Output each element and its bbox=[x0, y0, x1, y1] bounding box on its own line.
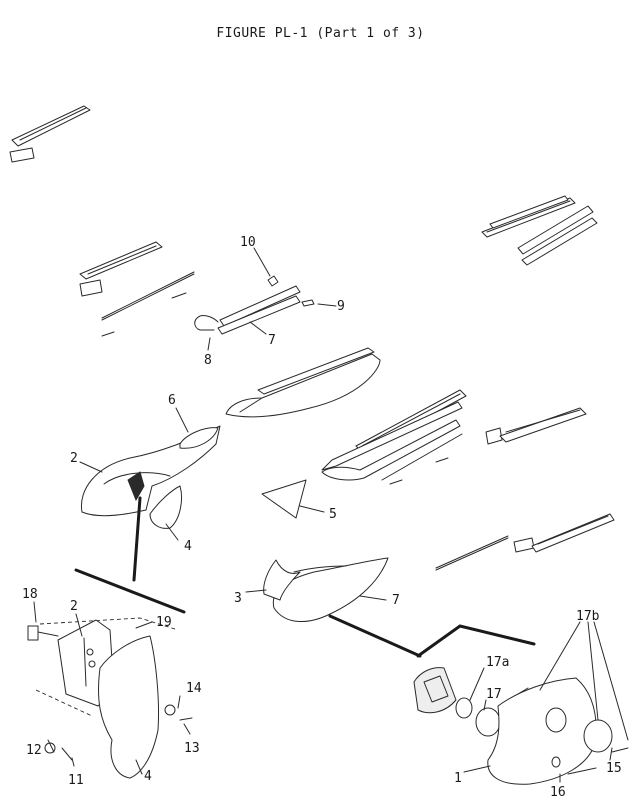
figure-title: FIGURE PL-1 (Part 1 of 3) bbox=[216, 26, 425, 41]
cover-upper bbox=[80, 425, 221, 529]
callout-15: 15 bbox=[606, 761, 622, 776]
callout-11: 11 bbox=[68, 773, 84, 788]
callout-19: 19 bbox=[156, 615, 172, 630]
panel-strips bbox=[225, 347, 467, 485]
callout-13: 13 bbox=[184, 741, 200, 756]
center-rail-assembly bbox=[194, 275, 315, 335]
callout-10: 10 bbox=[240, 235, 256, 250]
callout-17b: 17b bbox=[576, 609, 600, 624]
detail-lower-left bbox=[27, 617, 193, 779]
callout-2-bottom: 2 bbox=[70, 599, 78, 614]
callout-8: 8 bbox=[204, 353, 212, 368]
callout-6: 6 bbox=[168, 393, 176, 408]
callout-4-bottom: 4 bbox=[144, 769, 152, 784]
cover-lower bbox=[263, 557, 389, 623]
rail-mid-left bbox=[79, 241, 195, 337]
detail-lower-right bbox=[413, 667, 629, 785]
callout-17a: 17a bbox=[486, 655, 509, 670]
callout-5: 5 bbox=[329, 507, 337, 522]
callout-14: 14 bbox=[186, 681, 202, 696]
callout-17: 17 bbox=[486, 687, 502, 702]
callout-2-top: 2 bbox=[70, 451, 78, 466]
callout-4-top: 4 bbox=[184, 539, 192, 554]
section-arrow-right bbox=[328, 614, 422, 658]
rails-top-right bbox=[481, 195, 598, 266]
callout-7-right: 7 bbox=[392, 593, 400, 608]
section-arrow-left bbox=[132, 496, 142, 582]
callout-7-rail: 7 bbox=[268, 333, 276, 348]
rails-right bbox=[435, 407, 615, 571]
rail-top-left bbox=[9, 105, 91, 163]
callout-16: 16 bbox=[550, 785, 566, 800]
callout-labels: 10 9 7 8 6 2 4 5 3 7 18 2 19 14 13 12 11… bbox=[22, 235, 622, 800]
callout-9: 9 bbox=[337, 299, 345, 314]
callout-18: 18 bbox=[22, 587, 38, 602]
callout-1-bottom: 1 bbox=[454, 771, 462, 786]
callout-12: 12 bbox=[26, 743, 42, 758]
leader-lines bbox=[33, 247, 629, 783]
part-5-panel bbox=[261, 479, 307, 519]
callout-3: 3 bbox=[234, 591, 242, 606]
